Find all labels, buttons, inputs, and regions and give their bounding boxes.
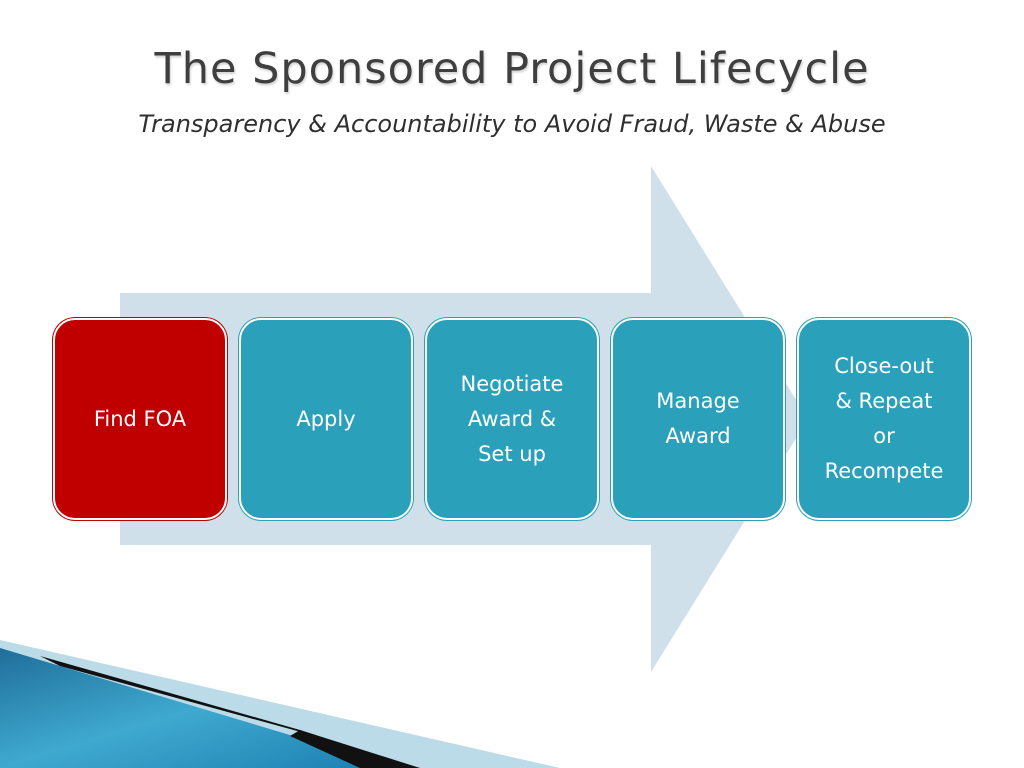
step-label: Close-out & Repeat or Recompete [824, 354, 944, 483]
step-label: Find FOA [93, 406, 187, 431]
step-label: Apply [296, 406, 356, 431]
step-close-out: Close-out & Repeat or Recompete [797, 318, 971, 520]
slide-subtitle: Transparency & Accountability to Avoid F… [138, 110, 886, 138]
corner-dark-stripe-tail [290, 730, 420, 768]
corner-dark-stripe [40, 656, 330, 740]
step-find-foa: Find FOA [53, 318, 227, 520]
slide-title: The Sponsored Project Lifecycle [154, 44, 870, 94]
step-manage-award: Manage Award [611, 318, 785, 520]
step-label: Negotiate Award & Set up [460, 371, 564, 466]
step-negotiate-award: Negotiate Award & Set up [425, 318, 599, 520]
step-apply: Apply [239, 318, 413, 520]
step-label: Manage Award [656, 389, 740, 448]
